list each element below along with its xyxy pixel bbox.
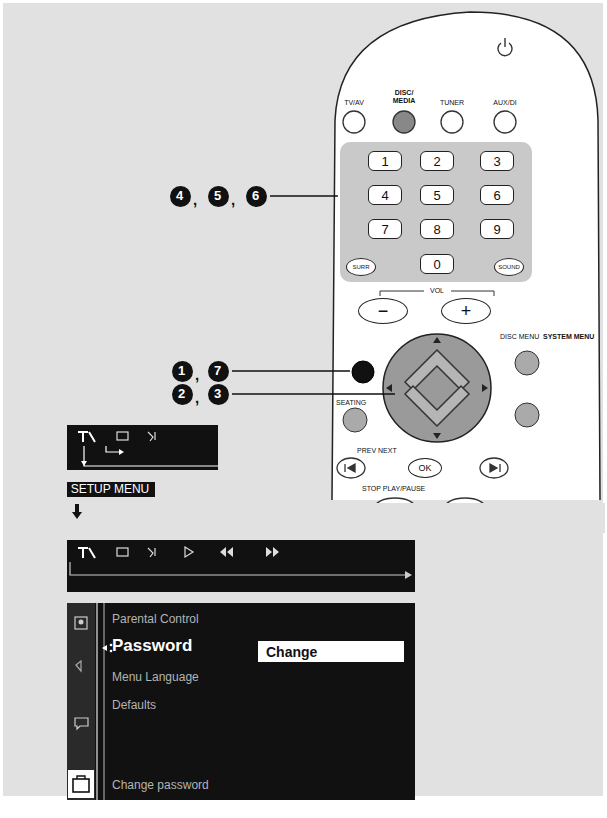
skip-buttons [337,458,508,478]
menu-item: Defaults [112,699,156,711]
node-text: 8 [433,223,440,236]
callout-number: 1 [172,361,193,382]
node-text: + [461,302,472,320]
callout-comma: , [195,367,199,382]
sound-key: SURR [346,258,376,276]
number-key: 5 [420,185,454,205]
down-arrow [72,504,82,519]
node-text: 7 [381,223,388,236]
node-text: 3 [493,155,500,168]
callout-comma: , [231,192,235,207]
menu-title-band: SETUP MENU [67,482,155,497]
option-box: Change [258,641,404,662]
button-label: PREV NEXT [357,447,397,454]
menu-item: Change password [112,779,209,791]
node-text: 9 [493,223,500,236]
volume-key: + [441,298,491,324]
button-label: AUX/DI [493,99,516,106]
number-key: 1 [368,151,402,171]
node-text: Change [266,645,317,659]
button-label: DISC MENU [500,333,539,340]
callout-number: 4 [170,186,191,207]
node-text: 2 [433,155,440,168]
callout-number: 5 [208,186,229,207]
node-text: 0 [433,258,440,271]
setup-bar-small [67,425,218,470]
menu-panel: Parental ControlPasswordMenu LanguageDef… [67,603,415,800]
setup-bar-wide [67,540,415,592]
callout-number: 6 [246,186,267,207]
node-text: 4 [381,189,388,202]
number-key: 4 [368,185,402,205]
power-icon [498,38,512,56]
callout-comma: , [195,390,199,405]
node-text: 5 [433,189,440,202]
button-label: VOL [430,287,444,294]
node-text: SURR [352,264,369,270]
number-key: 3 [480,151,514,171]
grey-button [515,403,539,427]
remote-cut [330,503,605,533]
button-label: DISC/ MEDIA [389,89,419,104]
node-text: OK [418,464,431,473]
number-key: 8 [420,219,454,239]
button-label: STOP PLAY/PAUSE [362,485,425,492]
menu-item: Menu Language [112,671,199,683]
node-text: 2 [178,387,185,400]
node-text: 6 [493,189,500,202]
callout-number: 2 [172,384,193,405]
callout-number: 3 [208,384,229,405]
button-label: TV/AV [344,99,364,106]
node-text: 5 [214,189,221,202]
sound-key: SOUND [494,258,524,276]
button-label: SEATING [336,399,366,406]
navigation-ring [383,334,491,442]
node-text: 4 [176,189,183,202]
menu-item: Parental Control [112,613,199,625]
menu-item: Password [112,637,192,654]
remote-body [332,12,600,500]
number-key: 0 [420,254,454,274]
volume-key: − [358,298,408,324]
ok-key: OK [408,458,442,478]
seating-button [343,408,367,432]
node-text: SOUND [498,264,520,270]
number-key: 6 [480,185,514,205]
node-text: SETUP MENU [71,483,149,495]
number-key: 2 [420,151,454,171]
menu-panel-ground [67,603,415,800]
system-menu-button [352,361,374,383]
keypad-ground [340,142,532,282]
callout-number: 7 [208,361,229,382]
number-key: 7 [368,219,402,239]
callout-comma: , [193,192,197,207]
node-text: 3 [214,387,221,400]
node-text: 1 [178,364,185,377]
node-text: 1 [381,155,388,168]
disc-menu-button [515,351,539,375]
number-key: 9 [480,219,514,239]
node-text: 6 [252,189,259,202]
button-label: TUNER [440,99,464,106]
source-buttons [343,111,516,133]
node-text: 7 [214,364,221,377]
button-label: SYSTEM MENU [543,333,594,340]
node-text: − [378,302,389,320]
